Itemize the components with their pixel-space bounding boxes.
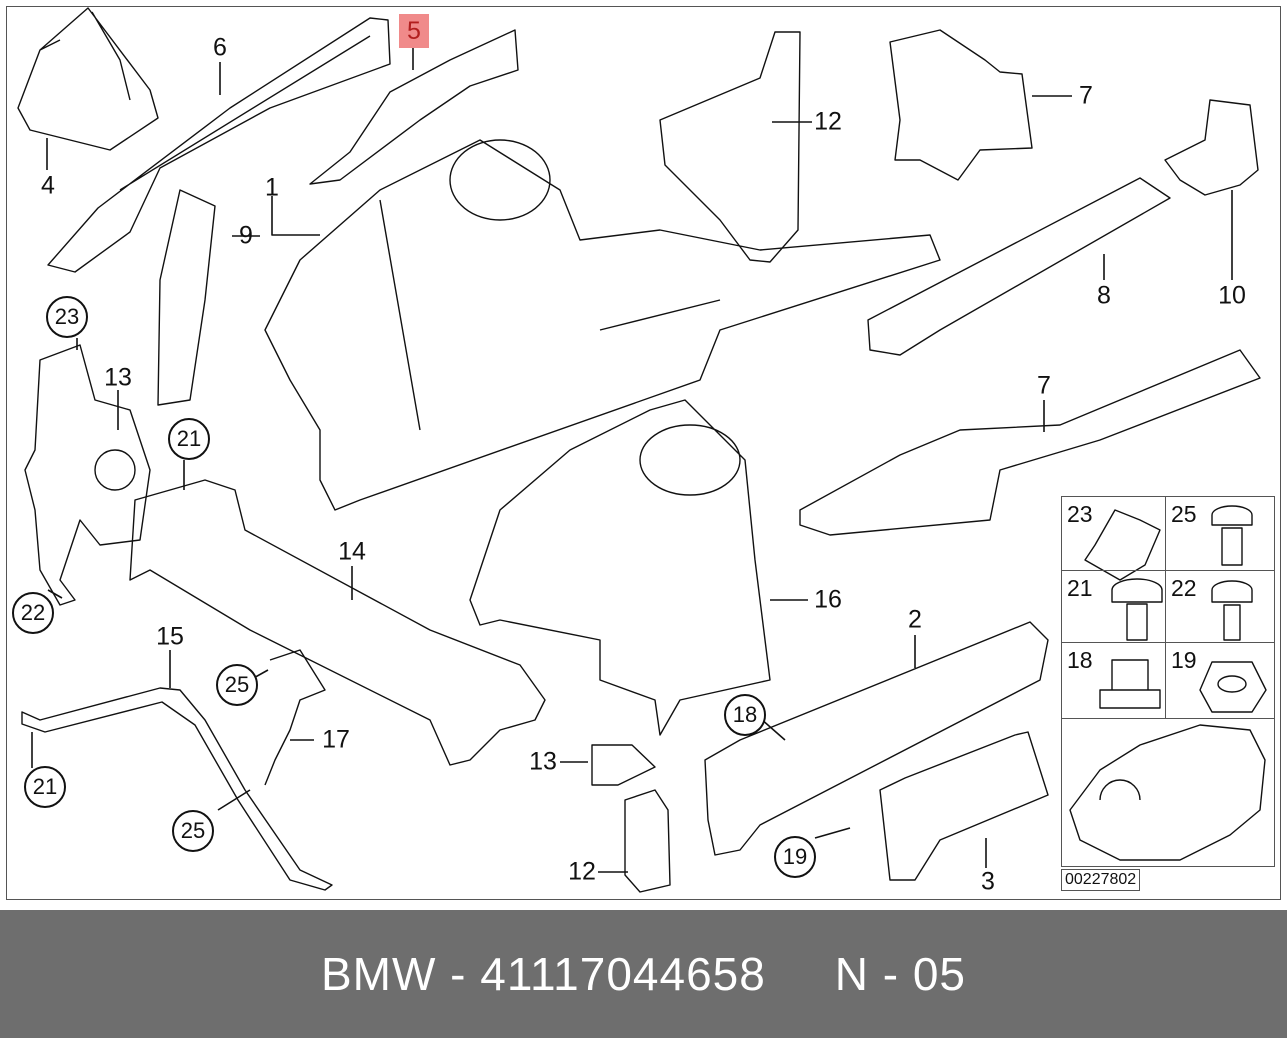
part-10-drawing <box>1164 99 1259 196</box>
fastener-label-18: 18 <box>1067 647 1093 673</box>
part-11-drawing <box>157 189 216 406</box>
callout-4[interactable]: 4 <box>41 171 55 200</box>
leader-lines <box>31 48 1233 873</box>
callout-16[interactable]: 14 <box>338 537 366 566</box>
part-12-drawing <box>624 789 671 893</box>
circled-callout-25-top[interactable]: 25 <box>216 664 258 706</box>
part-number-caption: BMW - 41117044658 N - 05 <box>320 948 967 1000</box>
highlighted-part-5-label[interactable]: 5 <box>399 14 429 48</box>
callout-1[interactable]: 1 <box>265 173 279 202</box>
part-20-drawing <box>469 399 771 736</box>
circled-callout-21-top[interactable]: 21 <box>168 418 210 460</box>
diagram-reference-code: 00227802 <box>1061 869 1141 891</box>
fastener-cell-18[interactable]: 18 <box>1062 643 1166 719</box>
part-17-drawing <box>21 687 333 891</box>
callout-9[interactable]: 8 <box>1097 281 1111 310</box>
callout-17[interactable]: 15 <box>156 622 184 651</box>
fastener-label-22: 22 <box>1171 575 1197 601</box>
part-23-drawing <box>24 344 151 606</box>
part-13-drawing <box>591 744 656 786</box>
fastener-label-23: 23 <box>1067 501 1093 527</box>
part-9-drawing <box>867 177 1171 356</box>
callout-13[interactable]: 13 <box>529 747 557 776</box>
fastener-cell-25[interactable]: 25 <box>1166 497 1274 571</box>
callout-15[interactable]: 13 <box>104 363 132 392</box>
callout-7[interactable]: 7 <box>1037 371 1051 400</box>
callout-8[interactable]: 7 <box>1079 81 1093 110</box>
circled-callout-23[interactable]: 23 <box>46 296 88 338</box>
callout-10[interactable]: 10 <box>1218 281 1246 310</box>
footer-bar: BMW - 41117044658 N - 05 <box>0 910 1287 1038</box>
circled-callout-19[interactable]: 19 <box>774 836 816 878</box>
part-1-drawing <box>264 139 941 511</box>
callout-14[interactable]: 12 <box>814 107 842 136</box>
callout-11[interactable]: 9 <box>239 221 253 250</box>
callout-20[interactable]: 16 <box>814 585 842 614</box>
callout-24[interactable]: 17 <box>322 725 350 754</box>
part-2-drawing <box>704 621 1049 856</box>
circled-callout-22[interactable]: 22 <box>12 592 54 634</box>
part-7-drawing <box>799 349 1261 536</box>
part-3-drawing <box>879 731 1049 881</box>
circled-callout-21-bottom[interactable]: 21 <box>24 766 66 808</box>
fastener-icons <box>1069 505 1267 861</box>
callout-12[interactable]: 12 <box>568 857 596 886</box>
part-4-drawing <box>17 7 159 151</box>
fastener-cell-21[interactable]: 21 <box>1062 571 1166 643</box>
callout-6[interactable]: 6 <box>213 33 227 62</box>
circled-callout-25-bottom[interactable]: 25 <box>172 810 214 852</box>
fastener-cell-19[interactable]: 19 <box>1166 643 1274 719</box>
part-24-drawing <box>264 649 326 786</box>
car-thumbnail <box>1069 724 1266 861</box>
fastener-label-25: 25 <box>1171 501 1197 527</box>
fastener-cell-22[interactable]: 22 <box>1166 571 1274 643</box>
callout-2[interactable]: 2 <box>908 605 922 634</box>
fastener-label-19: 19 <box>1171 647 1197 673</box>
diagram-frame <box>6 6 1281 900</box>
part-14-drawing <box>659 31 801 263</box>
parts-diagram <box>17 7 1267 893</box>
fastener-cell-23[interactable]: 23 <box>1062 497 1166 571</box>
part-6-drawing <box>47 17 391 273</box>
part-8-drawing <box>889 29 1033 181</box>
fastener-table: 23 25 21 22 18 19 <box>1061 496 1275 867</box>
fastener-label-21: 21 <box>1067 575 1093 601</box>
part-5-drawing <box>309 29 519 185</box>
callout-3[interactable]: 3 <box>981 867 995 896</box>
part-16-drawing <box>129 479 546 766</box>
circled-callout-18[interactable]: 18 <box>724 694 766 736</box>
